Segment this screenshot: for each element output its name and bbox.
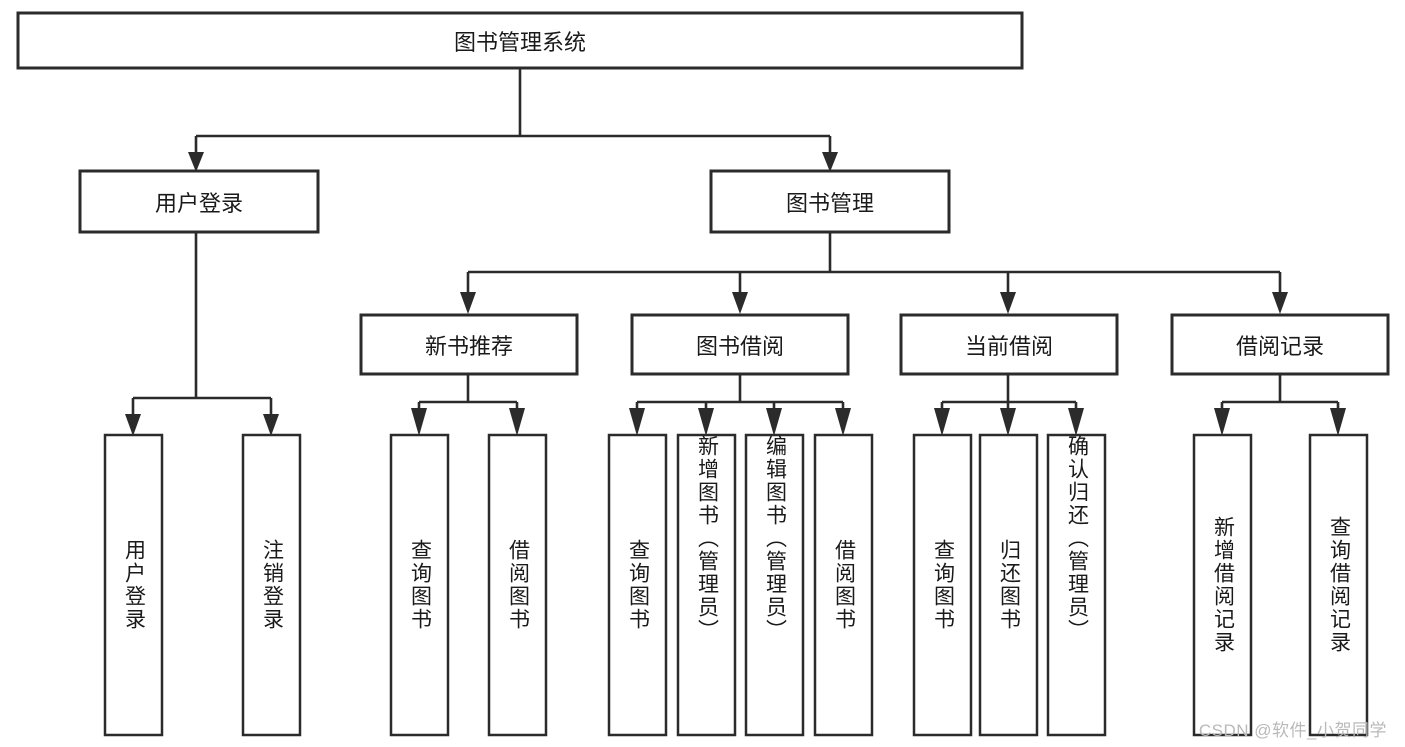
node-leaf-user-login-box[interactable] bbox=[103, 433, 164, 737]
arrow-leaf-edit-book bbox=[766, 408, 782, 436]
arrow-leaf-query-book-3 bbox=[934, 408, 950, 436]
node-leaf-edit-book-box[interactable] bbox=[744, 433, 805, 737]
node-leaf-query-record-box[interactable] bbox=[1308, 433, 1369, 737]
arrow-to-user-login bbox=[188, 152, 204, 172]
arrow-leaf-query-record bbox=[1330, 408, 1346, 436]
node-book-management-box[interactable] bbox=[709, 169, 951, 234]
node-leaf-add-record-box[interactable] bbox=[1192, 433, 1253, 737]
node-user-login-box[interactable] bbox=[78, 169, 320, 234]
arrow-leaf-query-book-1 bbox=[411, 408, 427, 436]
node-leaf-borrow-book-1-box[interactable] bbox=[487, 433, 548, 737]
node-leaf-confirm-return-box[interactable] bbox=[1046, 433, 1107, 737]
arrow-to-book-borrow bbox=[732, 292, 748, 314]
node-root-box[interactable] bbox=[16, 11, 1024, 70]
node-leaf-query-book-2-box[interactable] bbox=[607, 433, 668, 737]
node-leaf-query-book-1-box[interactable] bbox=[389, 433, 450, 737]
arrow-leaf-borrow-book-2 bbox=[835, 408, 851, 436]
node-leaf-add-book-box[interactable] bbox=[676, 433, 737, 737]
node-borrow-record-box[interactable] bbox=[1170, 313, 1390, 376]
arrow-leaf-return-book bbox=[1000, 408, 1016, 436]
node-leaf-borrow-book-2-box[interactable] bbox=[813, 433, 874, 737]
arrow-leaf-add-record bbox=[1214, 408, 1230, 436]
arrow-leaf-logout-login bbox=[263, 414, 279, 436]
node-current-borrow-box[interactable] bbox=[899, 313, 1119, 376]
node-leaf-query-book-3-box[interactable] bbox=[912, 433, 973, 737]
arrow-leaf-borrow-book-1 bbox=[509, 408, 525, 436]
arrow-leaf-query-book-2 bbox=[629, 408, 645, 436]
arrow-leaf-confirm-return bbox=[1068, 408, 1084, 436]
arrow-to-current-borrow bbox=[1000, 292, 1016, 314]
arrow-to-new-book-recommend bbox=[460, 292, 476, 314]
arrow-leaf-user-login bbox=[125, 414, 141, 436]
node-leaf-logout-login-box[interactable] bbox=[241, 433, 302, 737]
node-book-borrow-box[interactable] bbox=[630, 313, 850, 376]
arrow-leaf-add-book bbox=[698, 408, 714, 436]
node-leaf-return-book-box[interactable] bbox=[978, 433, 1039, 737]
arrow-to-book-management bbox=[822, 152, 838, 172]
arrow-to-borrow-record bbox=[1272, 292, 1288, 314]
node-new-book-recommend-box[interactable] bbox=[359, 313, 579, 376]
csdn-watermark: CSDN @软件_小贺同学 bbox=[1198, 721, 1387, 740]
